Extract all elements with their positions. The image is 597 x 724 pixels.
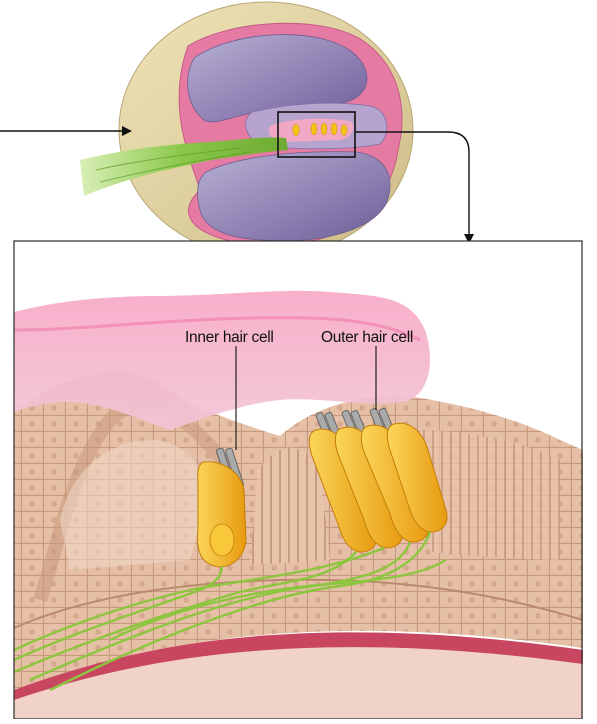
inner-hair-cell-label: Inner hair cell <box>185 329 274 347</box>
inner-hair-cell <box>198 462 246 567</box>
organ-of-corti-detail <box>14 241 583 719</box>
outer-hair-cell-label: Outer hair cell <box>321 329 413 347</box>
pointer-arrow-left <box>0 126 132 136</box>
